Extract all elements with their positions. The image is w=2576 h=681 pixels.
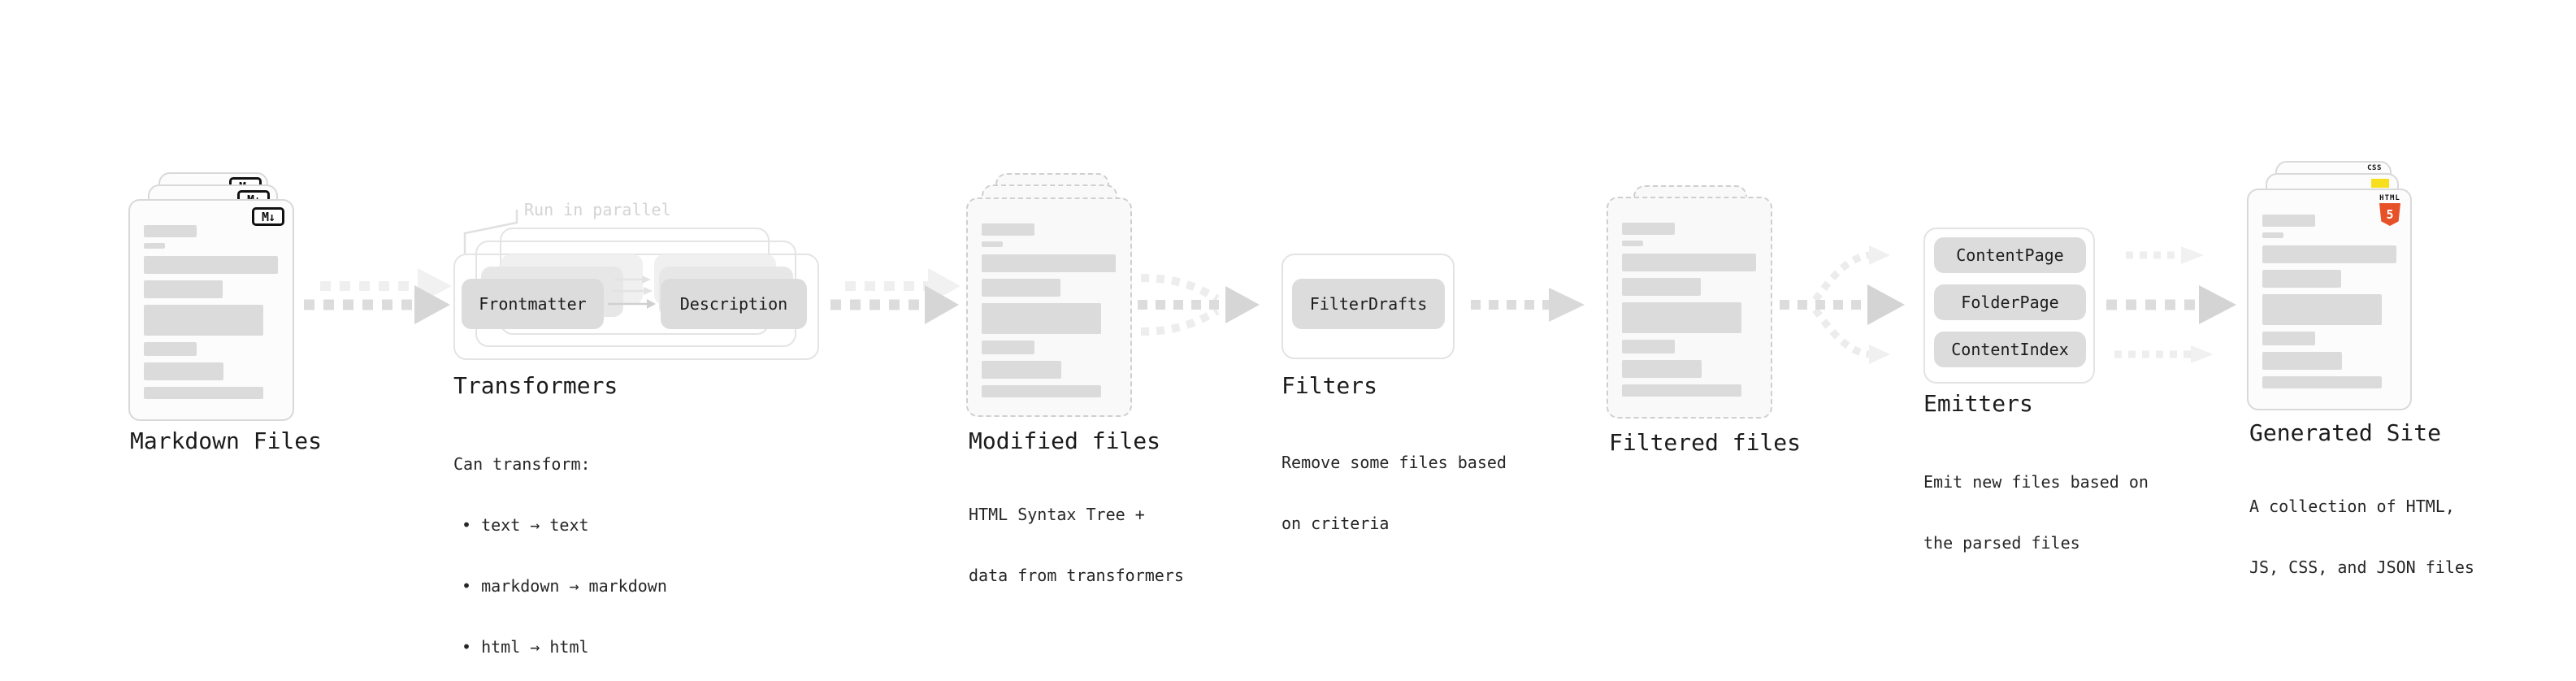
markdown-icon: M↓ xyxy=(252,207,284,226)
callout-leader-line xyxy=(463,210,518,254)
text-placeholder-bar xyxy=(2262,270,2341,288)
text-placeholder-bar xyxy=(2262,332,2315,345)
text-placeholder-bar xyxy=(2262,352,2342,370)
markdown-doc-front: M↓ xyxy=(128,199,294,421)
stage-label-modified-files: Modified files xyxy=(969,427,1161,454)
arrow-transformers-to-modified xyxy=(830,268,961,324)
text-placeholder-bar xyxy=(1622,384,1741,397)
text-placeholder-bar xyxy=(1622,223,1675,235)
note-line: • markdown → markdown xyxy=(462,576,667,596)
text-placeholder-bar xyxy=(2262,232,2283,238)
text-placeholder-bar xyxy=(982,361,1061,379)
generated-site-notes: A collection of HTML, JS, CSS, and JSON … xyxy=(2249,456,2474,618)
text-placeholder-bar xyxy=(1622,340,1675,354)
text-placeholder-bar xyxy=(1622,302,1741,333)
note-line: HTML Syntax Tree + xyxy=(969,505,1145,524)
text-placeholder-bar xyxy=(144,387,263,399)
arrows-emitters-to-site xyxy=(2106,246,2236,363)
emitter-box-contentpage: ContentPage xyxy=(1934,237,2086,273)
text-placeholder-bar xyxy=(144,342,197,356)
note-line: • text → text xyxy=(462,515,589,535)
js-badge-icon xyxy=(2371,179,2389,188)
text-placeholder-bar xyxy=(2262,294,2382,325)
css-badge-text: CSS xyxy=(2367,164,2382,172)
note-line: JS, CSS, and JSON files xyxy=(2249,557,2474,577)
filters-notes: Remove some files based on criteria xyxy=(1281,412,1507,575)
text-placeholder-bar xyxy=(144,243,165,249)
note-line: Remove some files based xyxy=(1281,453,1507,472)
note-line: Can transform: xyxy=(453,454,591,474)
note-line: Emit new files based on xyxy=(1923,472,2149,492)
text-placeholder-bar xyxy=(1622,241,1643,246)
note-line: A collection of HTML, xyxy=(2249,497,2455,516)
text-placeholder-bar xyxy=(982,303,1101,334)
note-line: on criteria xyxy=(1281,514,1390,533)
arrow-modified-to-filters-merge xyxy=(1138,274,1260,336)
note-line: • html → html xyxy=(462,637,589,657)
text-placeholder-bar xyxy=(982,241,1003,247)
text-placeholder-bar xyxy=(144,256,278,274)
text-placeholder-bar xyxy=(982,385,1101,397)
arrow-markdown-to-transformers xyxy=(304,268,452,324)
emitter-box-contentindex: ContentIndex xyxy=(1934,332,2086,367)
text-placeholder-bar xyxy=(144,280,223,298)
site-doc-html: HTML 5 xyxy=(2247,189,2412,410)
filtered-doc-front xyxy=(1607,197,1772,419)
note-line: the parsed files xyxy=(1923,533,2080,553)
note-line: data from transformers xyxy=(969,566,1184,585)
stage-label-filtered-files: Filtered files xyxy=(1609,429,1802,456)
text-placeholder-bar xyxy=(982,340,1034,354)
text-placeholder-bar xyxy=(144,362,223,380)
html5-word: HTML xyxy=(2379,194,2400,202)
text-placeholder-bar xyxy=(144,225,197,237)
text-placeholder-bar xyxy=(2262,215,2315,227)
text-placeholder-bar xyxy=(2262,376,2382,388)
emitter-box-folderpage: FolderPage xyxy=(1934,284,2086,320)
stage-label-markdown-files: Markdown Files xyxy=(130,427,323,454)
transformer-box-frontmatter: Frontmatter xyxy=(462,279,604,329)
transformer-box-description: Description xyxy=(661,279,807,329)
text-placeholder-bar xyxy=(982,254,1116,272)
arrow-filters-to-filtered xyxy=(1471,288,1585,322)
modified-files-notes: HTML Syntax Tree + data from transformer… xyxy=(969,464,1184,627)
stage-title-filters: Filters xyxy=(1281,372,1378,399)
stage-label-generated-site: Generated Site xyxy=(2249,419,2442,446)
text-placeholder-bar xyxy=(982,279,1060,297)
transformers-notes: Can transform: • text → text • markdown … xyxy=(453,414,667,681)
text-placeholder-bar xyxy=(982,223,1034,236)
stage-title-transformers: Transformers xyxy=(453,372,618,399)
text-placeholder-bar xyxy=(1622,278,1701,296)
text-placeholder-bar xyxy=(144,305,263,336)
stage-title-emitters: Emitters xyxy=(1923,390,2033,417)
parallel-flow-arrows-icon xyxy=(608,275,656,309)
arrow-filtered-to-emitters-fanout xyxy=(1780,245,1905,364)
emitters-notes: Emit new files based on the parsed files xyxy=(1923,432,2149,594)
text-placeholder-bar xyxy=(1622,360,1702,378)
html5-shield: 5 xyxy=(2379,203,2400,226)
text-placeholder-bar xyxy=(2262,245,2396,263)
html5-icon: HTML 5 xyxy=(2379,194,2400,226)
modified-doc-front xyxy=(966,197,1132,417)
text-placeholder-bar xyxy=(1622,254,1756,271)
run-in-parallel-callout: Run in parallel xyxy=(524,200,671,219)
filter-box-filterdrafts: FilterDrafts xyxy=(1292,279,1445,329)
